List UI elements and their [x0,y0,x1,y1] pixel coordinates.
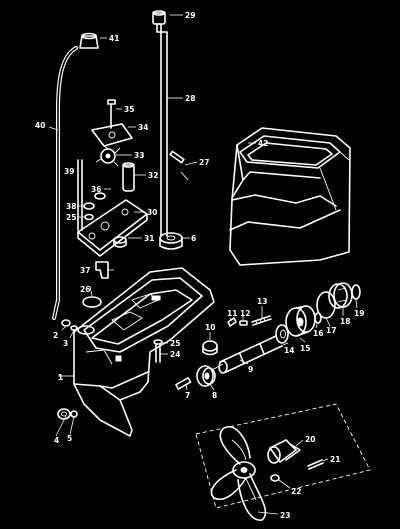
leader-lines [48,14,358,515]
callout-24: 24 [170,350,180,359]
callout-26: 26 [80,285,90,294]
callout-3: 3 [63,339,68,348]
part-washer-22 [270,474,280,482]
part-gear [196,365,216,387]
callout-14: 14 [284,346,294,355]
callout-37: 37 [80,266,90,275]
part-shift-rod [152,10,168,237]
callout-36: 36 [91,185,101,194]
part-bearing-carrier [285,305,316,337]
callout-16: 16 [313,329,323,338]
part-washer-25 [84,213,94,221]
callout-35: 35 [124,105,134,114]
part-bushing [159,232,183,250]
part-bearing-10 [202,340,218,356]
callout-11: 11 [227,309,237,318]
callout-22: 22 [291,487,301,496]
callout-19: 19 [354,309,364,318]
callout-12: 12 [240,309,250,318]
part-seal-14 [275,324,289,344]
callout-33: 33 [134,151,144,160]
callout-labels: 1 2 3 4 5 6 7 8 9 10 11 12 13 14 15 16 1… [35,11,364,520]
part-spring-13 [251,315,272,326]
callout-15: 15 [300,344,310,353]
part-pin [169,150,189,181]
callout-2: 2 [53,331,58,340]
part-drain-washer [70,410,78,418]
callout-1: 1 [58,373,63,382]
propeller-shaft-axis [195,403,371,509]
callout-30: 30 [147,208,157,217]
part-pump-base [77,199,148,257]
part-drain-screw [57,408,71,420]
part-washer-36 [94,192,106,200]
callout-4: 4 [54,436,59,445]
callout-40: 40 [35,121,45,130]
callout-28: 28 [185,94,195,103]
part-key-7 [175,376,192,390]
callout-20: 20 [305,435,315,444]
callout-42: 42 [258,139,268,148]
part-clip-11 [227,317,237,327]
part-cotter-pin [307,459,324,470]
callout-32: 32 [148,171,158,180]
part-gearcase-housing [73,267,215,437]
callout-17: 17 [326,326,336,335]
part-exhaust-housing [229,127,351,266]
callout-21: 21 [330,455,340,464]
callout-25b: 25 [170,339,180,348]
callout-8: 8 [212,391,217,400]
part-screw [107,99,116,129]
callout-6: 6 [191,234,196,243]
part-stud [77,159,83,231]
part-o-ring [82,296,102,308]
callout-13: 13 [257,297,267,306]
callout-10: 10 [205,323,215,332]
callout-41: 41 [109,34,119,43]
callout-39: 39 [64,167,74,176]
part-screw-2 [61,319,71,327]
callout-7: 7 [185,391,190,400]
part-impeller [95,143,121,167]
part-seal [113,236,127,248]
part-pin-12 [239,320,248,326]
part-grommet [79,32,99,49]
part-bolt-24 [153,339,163,363]
callout-25a: 25 [66,213,76,222]
part-seal-19 [351,284,361,300]
part-propeller [210,426,267,521]
callout-27: 27 [199,158,209,167]
callout-34: 34 [138,123,148,132]
callout-38: 38 [66,202,76,211]
part-bracket [95,261,109,279]
part-prop-nut [267,439,301,464]
part-propeller-shaft [211,335,283,374]
callout-23: 23 [280,511,290,520]
callout-18: 18 [340,317,350,326]
part-pump-plate [91,123,133,147]
callout-29: 29 [185,11,195,20]
part-washer-38 [83,202,95,210]
callout-9: 9 [248,365,253,374]
part-drive-key [122,162,135,192]
callout-5: 5 [67,434,72,443]
part-washer-3 [70,325,78,331]
callout-31: 31 [144,234,154,243]
